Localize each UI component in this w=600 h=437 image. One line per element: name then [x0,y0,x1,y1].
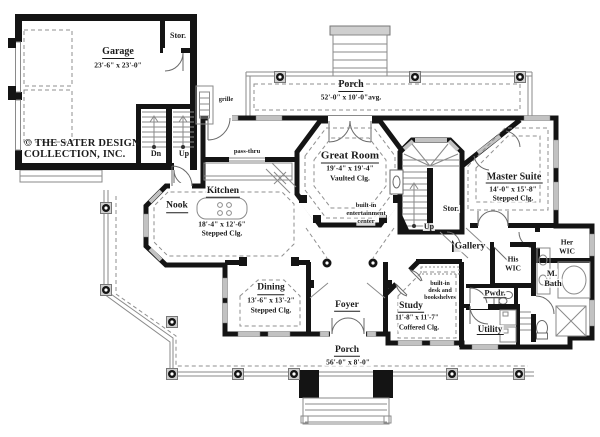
label-gallery: Gallery [453,241,487,252]
windows [143,115,595,350]
label-porch-top: Porch [338,79,364,92]
dining-room [225,257,311,334]
his-wic [490,242,536,288]
label-porch-top-dims: 52'-0" x 10'-0"avg. [320,92,382,102]
label-powder: Pwdr. [483,287,507,298]
label-dining: Dining [257,283,285,295]
nook-bay-windows [148,189,163,262]
master-suite [459,118,556,229]
label-kitchen-nook-dims: 18'-4" x 12'-6" [197,219,247,229]
house-outer-walls [143,115,595,350]
label-nook: Nook [166,201,188,213]
label-great-room: Great Room [320,149,380,164]
label-study: Study [398,300,424,313]
label-hall-storage: Stor. [442,204,460,213]
label-her-wic-2: WIC [558,246,576,256]
label-master-suite: Master Suite [485,171,543,184]
label-foyer: Foyer [334,299,360,312]
label-ent-center-2: entertainment [345,209,387,218]
label-his-wic-1: His [506,254,520,264]
label-master-dims: 14'-0" x 15'-8" [488,184,538,194]
label-dining-dims: 13'-6" x 13'-2" [247,295,295,305]
garage-walls [8,14,197,170]
label-great-room-dims: 19'-4" x 19'-4" [326,163,374,173]
label-garage-storage: Stor. [169,31,187,40]
label-her-wic-1: Her [559,237,575,247]
kitchen [153,115,297,257]
top-entry-steps [329,25,391,77]
copyright-line2: COLLECTION, INC. [24,148,126,160]
label-his-wic-2: WIC [504,263,522,273]
label-stairs-up-center: Up [422,222,436,231]
label-porch-bottom: Porch [333,344,361,357]
copyright-notice: © THE SATER DESIGN COLLECTION, INC. [24,138,140,160]
label-study-ceiling: Coffered Clg. [397,323,441,332]
label-ent-center-3: center [356,217,376,226]
label-ent-center-1: built-in [354,201,378,210]
garage-stairs [136,104,197,187]
great-room [294,116,406,268]
label-m-bath-2: Bath [543,277,563,288]
foyer [306,262,392,338]
garage-stoop [19,169,103,183]
label-study-dims: 11'-8" x 11'-7" [394,313,440,322]
label-utility: Utility [476,324,504,335]
label-garage-dims: 23'-6" x 23'-0" [94,60,142,70]
label-stairs-down: Dn [149,149,163,158]
label-kitchen-nook-ceiling: Stepped Clg. [200,228,244,238]
top-porch-floor [245,71,533,118]
label-pass-thru: pass-thru [232,147,262,156]
master-bath [531,247,591,342]
copyright-line1: © THE SATER DESIGN [24,138,140,149]
label-porch-bottom-dims: 56'-0" x 8'-0" [325,357,371,367]
label-dining-ceiling: Stepped Clg. [250,305,292,315]
garage-storage-room [160,14,197,72]
label-m-bath-1: M. [545,267,559,278]
bottom-entry-steps [299,370,393,425]
porch-columns [100,71,526,380]
label-stairs-up-left: Up [177,149,191,158]
label-master-ceiling: Stepped Clg. [491,193,535,203]
grille-counter [195,85,214,125]
label-kitchen: Kitchen [205,185,241,198]
label-great-room-ceiling: Vaulted Clg. [330,173,370,183]
label-desk-2: desk and [427,286,453,295]
label-garage: Garage [102,46,134,59]
label-grille: grille [217,95,235,104]
label-desk-1: built-in [429,279,451,288]
label-desk-3: bookshelves [423,293,457,302]
